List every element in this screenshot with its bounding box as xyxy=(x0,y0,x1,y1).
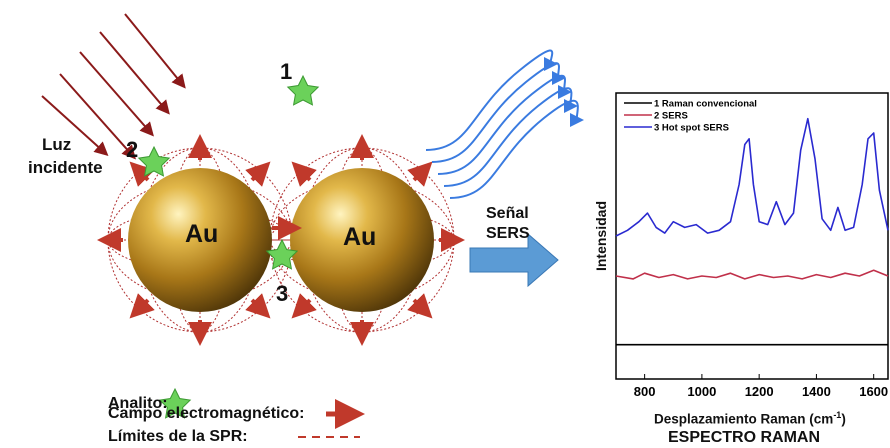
chart-ylabel: Intensidad xyxy=(593,201,609,272)
x-tick-label: 1600 xyxy=(859,384,888,399)
legend-spr-label: Límites de la SPR: xyxy=(108,428,248,445)
raman-chart: 800 1000 1200 1400 1600 1 Raman convencional… xyxy=(615,92,889,399)
series-line-2 xyxy=(615,269,889,280)
gold-nanoparticle-left xyxy=(128,168,272,312)
series-line-3 xyxy=(615,117,889,237)
chart-xlabel-text: Desplazamiento Raman (cm xyxy=(654,411,834,427)
incident-ray xyxy=(124,13,186,89)
x-tick-label: 1000 xyxy=(687,384,716,399)
gold-nanoparticle-right xyxy=(290,168,434,312)
spot-number-3: 3 xyxy=(276,281,289,306)
star-icon xyxy=(265,238,299,270)
light-label-line2: incidente xyxy=(28,158,103,177)
chart-frame xyxy=(615,92,889,380)
legend-label-1: 1 Raman convencional xyxy=(654,99,757,110)
spectrum-title: ESPECTRO RAMAN xyxy=(668,429,821,446)
chart-xlabel-close: ) xyxy=(841,411,846,427)
spot-number-2: 2 xyxy=(126,137,139,162)
incident-ray xyxy=(41,95,109,157)
incident-ray xyxy=(79,51,154,137)
legend-field-label: Campo electromagnético: xyxy=(108,405,305,422)
x-tick-label: 800 xyxy=(634,384,656,399)
legend-label-2: 2 SERS xyxy=(654,111,688,122)
x-tick-label: 1200 xyxy=(745,384,774,399)
chart-xlabel-sup: -1 xyxy=(833,410,842,420)
analyte-stars xyxy=(137,74,320,419)
spot-number-1: 1 xyxy=(280,59,293,84)
light-label-line1: Luz xyxy=(42,135,72,154)
star-icon xyxy=(137,145,171,177)
field-arrows xyxy=(97,134,465,346)
chart-ticks-group: 800 1000 1200 1400 1600 xyxy=(634,374,888,399)
star-icon xyxy=(158,387,192,419)
incident-ray xyxy=(99,31,170,115)
star-icon xyxy=(286,74,320,106)
incident-ray xyxy=(59,73,136,160)
au-label-left: Au xyxy=(185,220,219,248)
chart-series-group xyxy=(615,117,889,346)
scattered-waves xyxy=(425,49,584,199)
legend-analyte-label: Analito: xyxy=(108,395,168,412)
legend-label-3: 3 Hot spot SERS xyxy=(654,123,729,134)
signal-label-line1: Señal xyxy=(486,205,529,222)
au-label-right: Au xyxy=(343,223,377,251)
incident-light-arrows xyxy=(41,13,186,160)
signal-label-line2: SERS xyxy=(486,225,530,242)
signal-arrow xyxy=(469,232,559,288)
chart-xlabel: Desplazamiento Raman (cm-1) xyxy=(654,410,846,427)
x-tick-label: 1400 xyxy=(802,384,831,399)
